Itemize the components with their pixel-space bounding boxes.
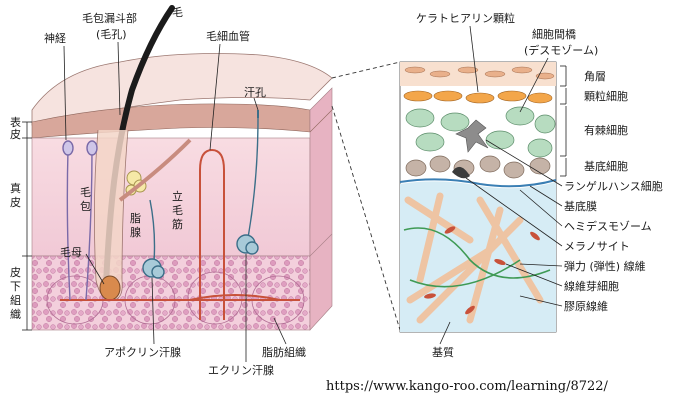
detail-labels: ケラトヒアリン顆粒 細胞間橋 (デスモゾーム) 角層 顆粒細胞 有棘細胞 基底細… [416, 11, 663, 359]
melanocyte [452, 166, 470, 179]
basement-label: 基底膜 [564, 199, 597, 213]
granular-cells [403, 90, 553, 104]
epidermis-label: 表 [10, 115, 21, 129]
desmosome-label: 細胞間橋 [532, 27, 576, 41]
funnel-label: 毛包漏斗部 [82, 11, 137, 25]
fibroblasts [424, 226, 540, 315]
spinous-cells [405, 106, 556, 158]
granular-label: 顆粒細胞 [584, 89, 628, 103]
skin-top-surface [31, 53, 333, 126]
svg-text:組: 組 [10, 294, 21, 307]
adipose-label: 脂肪組織 [262, 345, 306, 359]
subcutis-label: 皮 [10, 266, 21, 279]
collagen-label: 膠原線維 [564, 299, 608, 313]
basal-label: 基底細胞 [584, 159, 628, 173]
source-url: https://www.kango-roo.com/learning/8722/ [326, 379, 609, 394]
skin-side-face [309, 87, 333, 331]
sebaceous-label: 脂 [130, 211, 141, 225]
collagen-fibers [404, 192, 544, 324]
eccrine-gland [236, 117, 259, 255]
epidermis-detail [399, 61, 557, 333]
fibroblast-label: 線維芽細胞 [564, 279, 619, 293]
elastic-fibers [403, 227, 551, 288]
keratohyalin-label: ケラトヒアリン顆粒 [416, 11, 515, 25]
svg-text:(デスモゾーム): (デスモゾーム) [524, 43, 598, 57]
eccrine-label: エクリン汗腺 [208, 363, 274, 377]
layer-labels: 表 皮 真 皮 皮 下 組 織 [10, 115, 32, 331]
corneum-flakes [404, 66, 555, 80]
nerve-label: 神経 [44, 31, 66, 45]
hair-bulb [99, 275, 121, 301]
hemidesmosome-label: ヘミデスモゾーム [564, 219, 652, 233]
svg-text:皮: 皮 [10, 128, 21, 141]
svg-text:筋: 筋 [172, 217, 183, 231]
capillaries [60, 148, 300, 320]
melanocyte-label: メラノサイト [564, 240, 630, 253]
corneum-label: 角層 [584, 70, 606, 83]
apocrine-gland [142, 199, 165, 279]
dermis-label: 真 [10, 181, 21, 195]
pore-label: (毛孔) [96, 28, 127, 41]
langerhans-label: ランゲルハンス細胞 [564, 180, 663, 193]
matrix-label: 基質 [432, 345, 454, 359]
zoom-lines [331, 61, 401, 331]
skin-block [31, 5, 333, 331]
arrector-label: 立 [172, 189, 183, 203]
follicle-label: 毛 [80, 186, 91, 199]
arrector-pili [118, 138, 192, 202]
apocrine-label: アポクリン汗腺 [104, 345, 181, 359]
basement-membrane [399, 178, 557, 188]
svg-text:下: 下 [10, 280, 21, 293]
nerve-fibers [62, 140, 98, 301]
hair-label: 毛 [172, 6, 183, 19]
skin-labels: 毛 毛包漏斗部 (毛孔) 神経 毛細血管 汗孔 毛 包 毛母 脂 腺 立 毛 筋… [44, 6, 306, 377]
elastic-label: 弾力 (弾性) 線維 [564, 259, 646, 273]
svg-text:毛: 毛 [172, 204, 183, 217]
spinous-label: 有棘細胞 [584, 123, 628, 137]
capillary-label: 毛細血管 [206, 29, 250, 43]
langerhans-cell [455, 119, 489, 153]
svg-text:皮: 皮 [10, 196, 21, 209]
svg-text:包: 包 [80, 200, 91, 213]
sweat-pore-label: 汗孔 [244, 86, 266, 99]
hair-matrix-label: 毛母 [60, 246, 82, 259]
svg-text:織: 織 [10, 308, 21, 321]
svg-text:腺: 腺 [130, 225, 141, 239]
